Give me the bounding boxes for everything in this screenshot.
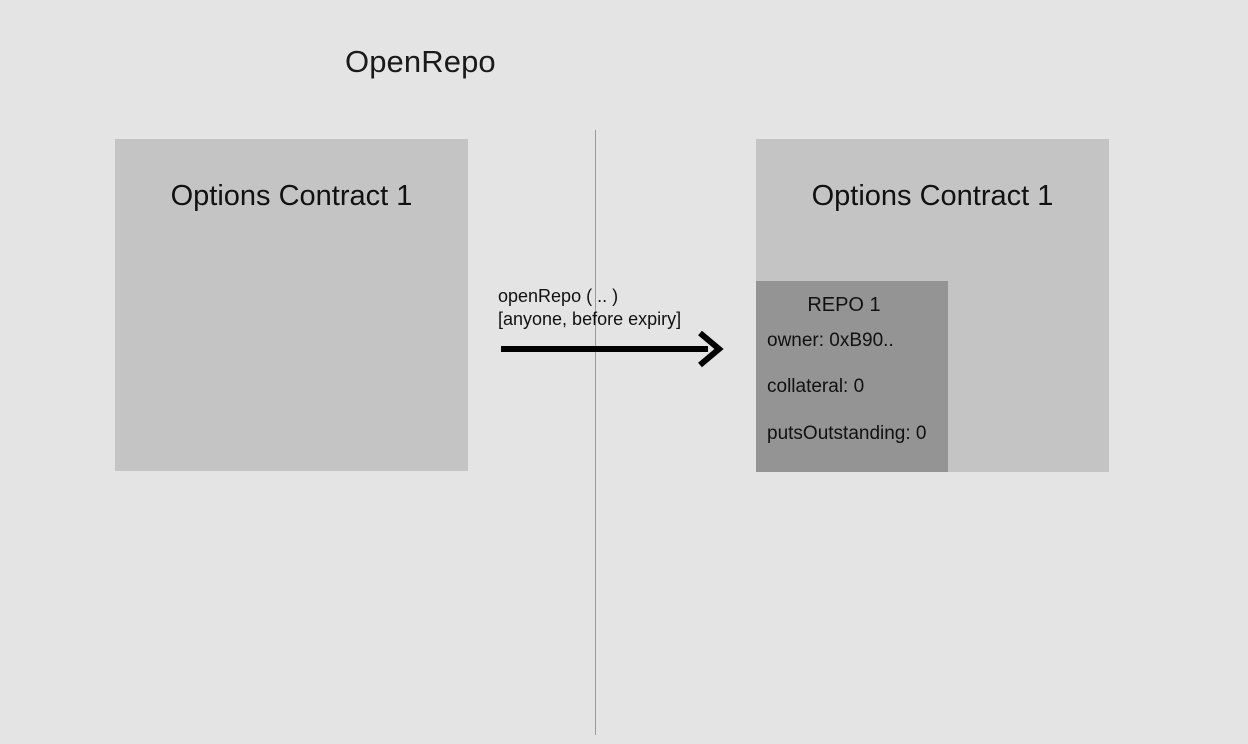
transition-label: openRepo ( .. ) [anyone, before expiry] <box>498 285 681 331</box>
transition-arrow-icon <box>501 330 724 368</box>
options-contract-box-after: Options Contract 1 REPO 1 owner: 0xB90..… <box>756 139 1109 472</box>
repo-field-owner: owner: 0xB90.. <box>767 330 894 351</box>
options-contract-title-after: Options Contract 1 <box>811 180 1054 212</box>
transition-function-label: openRepo ( .. ) <box>498 286 619 306</box>
options-contract-title-before: Options Contract 1 <box>170 180 413 212</box>
page-title: OpenRepo <box>345 44 496 79</box>
vertical-divider <box>595 130 596 735</box>
repo-title: REPO 1 <box>807 294 881 316</box>
transition-permission-label: [anyone, before expiry] <box>498 309 682 329</box>
repo-box: REPO 1 owner: 0xB90.. collateral: 0 puts… <box>756 281 948 472</box>
options-contract-box-before: Options Contract 1 <box>115 139 468 471</box>
repo-field-puts-outstanding: putsOutstanding: 0 <box>767 423 927 444</box>
repo-field-collateral: collateral: 0 <box>767 376 865 397</box>
